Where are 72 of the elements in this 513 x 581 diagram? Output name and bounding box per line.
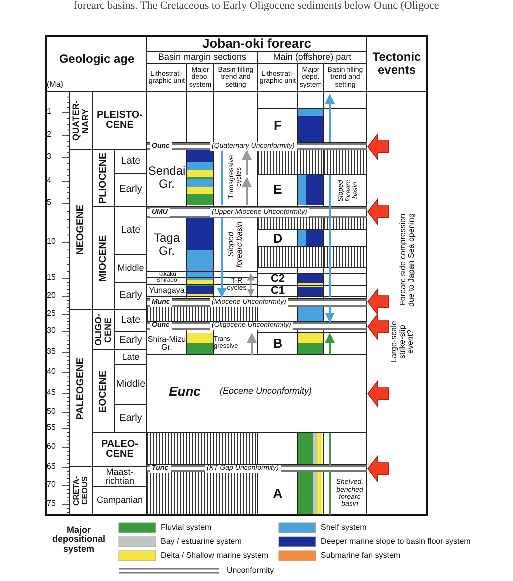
legend-text: Unconformity: [227, 565, 274, 577]
unit-label: F: [273, 117, 283, 136]
age-label: Early: [118, 289, 144, 304]
period-label: PALEOGENE: [74, 356, 88, 422]
age-label: Middle: [115, 378, 147, 392]
tick-label: 70: [47, 480, 57, 491]
section-heading: Basin margin sections: [157, 52, 248, 64]
column-heading: Tectonic events: [372, 49, 422, 79]
legend-text: Shelf system: [321, 522, 367, 534]
unit-label: A: [272, 484, 284, 503]
age-label: Campanian: [96, 494, 144, 508]
event-label: Large-scale strike-slip event?: [388, 320, 416, 365]
tick-label: 60: [47, 442, 57, 453]
tick-label: 35: [47, 347, 57, 358]
epoch-label: PALEO-CENE: [100, 438, 140, 462]
tick-label: 1: [47, 107, 52, 118]
tick-label: 2: [47, 130, 52, 141]
age-label: Early: [118, 183, 144, 198]
legend-text: Bay / estuarine system: [161, 536, 242, 548]
unit-label: Shira-Mizu Gr.: [147, 334, 187, 354]
tick-label: 65: [47, 462, 57, 473]
unconformity-label: (Eocene Unconformity): [220, 385, 314, 398]
age-label: Maast-richtian: [104, 467, 136, 487]
legend-text: Deeper marine slope to basin floor system: [321, 536, 471, 548]
section-heading: Main (offshore) part: [272, 52, 353, 64]
tick-label: 40: [47, 367, 57, 378]
tick-label: 3: [47, 152, 52, 163]
age-label: Late: [120, 224, 142, 238]
epoch-label: OLIGO-CENE: [93, 313, 114, 348]
tick-label: 55: [47, 423, 57, 434]
period-label: NEOGENE: [74, 204, 88, 258]
tick-label: 15: [47, 273, 57, 284]
tick-label: 10: [47, 237, 57, 248]
tick-label: 50: [47, 407, 57, 418]
unconformity-name: Eunc: [168, 383, 202, 402]
tick-label: 75: [47, 499, 57, 510]
tick-label: 30: [47, 326, 57, 337]
epoch-label: PLIOCENE: [96, 152, 110, 206]
legend-text: Submarine fan system: [321, 550, 401, 562]
epoch-label: EOCENE: [96, 369, 110, 415]
unit-label: Sendai Gr.: [147, 162, 187, 192]
epoch-label: MIOCENE: [96, 234, 110, 284]
tick-label: 5: [47, 198, 52, 209]
unit-label: Taga Gr.: [152, 230, 182, 260]
column-heading: Geologic age: [58, 50, 136, 68]
trend-label: Sloped forearc basin: [226, 220, 245, 270]
unit-label: D: [272, 230, 284, 247]
period-label: QUATER-NARY: [70, 100, 92, 144]
unit-label: E: [272, 181, 284, 200]
body-text: forearc basins. The Cretaceous to Early Oligocene sediments below Ounc (Oligoce: [72, 0, 440, 13]
tick-label: 45: [47, 388, 57, 399]
column-heading: Joban-oki forearc: [201, 36, 313, 52]
age-label: Late: [120, 154, 142, 169]
event-label: Forearc side compression due to Japan Sea opening: [398, 212, 417, 308]
unit-label: C2: [270, 274, 286, 286]
age-label: Early: [118, 412, 144, 426]
period-label: CRETA-CEOUS: [71, 475, 90, 508]
age-label: Middle: [116, 262, 146, 276]
legend-text: Delta / Shallow marine system: [161, 550, 269, 562]
legend-text: Fluvial system: [161, 522, 212, 534]
tick-label: 4: [47, 176, 52, 187]
legend-title: Major depositional system: [51, 524, 106, 556]
unit-label: B: [272, 335, 284, 354]
age-label: Late: [121, 350, 141, 364]
age-label: Late: [120, 314, 142, 328]
unit-label: (Ma): [47, 80, 64, 91]
age-label: Early: [118, 334, 144, 348]
unit-label: Yunagaya: [148, 285, 186, 297]
epoch-label: PLEISTO-CENE: [96, 108, 144, 133]
tick-label: 20: [47, 291, 57, 302]
unit-label: C1: [270, 286, 286, 297]
tick-label: 25: [47, 309, 57, 320]
